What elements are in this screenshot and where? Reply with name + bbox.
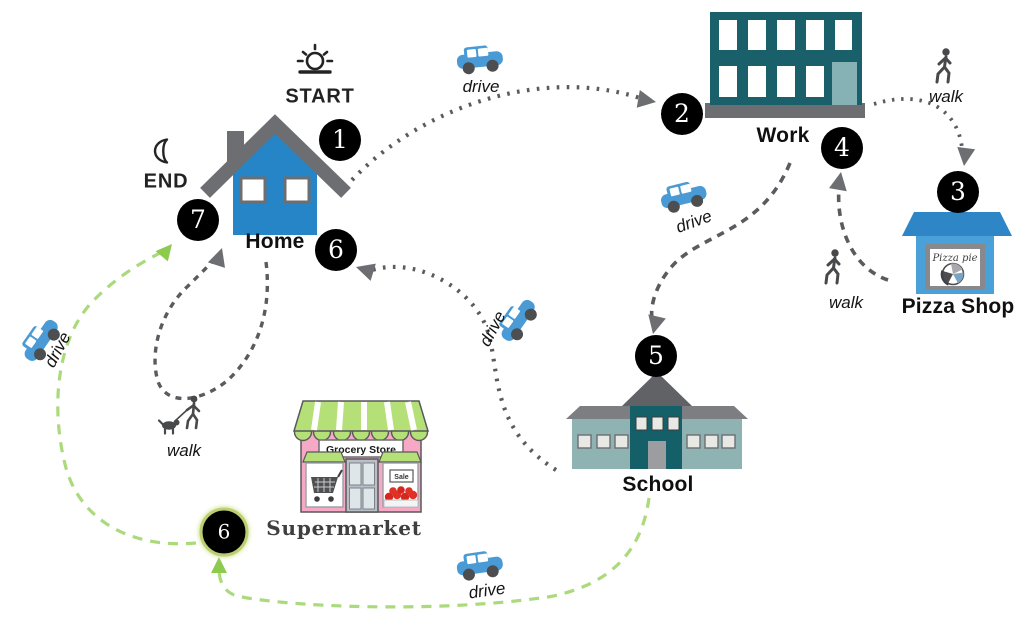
work-window (777, 66, 795, 97)
route-dog-walk-loop (153, 253, 270, 401)
arrowhead-to-work-2 (636, 90, 658, 111)
stop-badge-4: 4 (821, 127, 863, 169)
stop-badge-5: 5 (635, 335, 677, 377)
place-label-home: Home (245, 230, 305, 253)
mode-icons (16, 43, 952, 583)
end-marker-label: END (143, 170, 189, 193)
home-window (283, 176, 311, 204)
grocery-sign-text: Grocery Store (326, 444, 396, 456)
route-home-to-work (350, 85, 641, 182)
arrowhead-to-home-6 (353, 258, 376, 281)
walking-person-icon-work-to-pizza (935, 46, 952, 84)
supermarket-building: Grocery Store Sale (292, 400, 430, 513)
school-window (651, 416, 664, 431)
work-door (832, 62, 857, 105)
pizza-shop-building: Pizza pie (902, 212, 1012, 294)
car-icon-school-to-supermarket (455, 548, 505, 583)
school-window (577, 434, 592, 449)
school-window (667, 416, 680, 431)
work-building (705, 12, 865, 118)
place-label-school: School (622, 473, 694, 496)
mode-label-walk-pizza-work: walk (828, 293, 864, 312)
sunrise-start-icon (296, 43, 334, 74)
school-window (614, 434, 629, 449)
work-window (806, 20, 824, 50)
route-pizza-to-work (836, 187, 889, 282)
stop-badge-3: 3 (937, 171, 979, 213)
car-icon-home-to-work (455, 43, 505, 76)
sale-sign-text: Sale (394, 474, 409, 481)
supermarket-door (345, 458, 379, 513)
supermarket-mini-awning (302, 451, 346, 463)
home-walls (233, 130, 317, 235)
school-door (648, 441, 666, 469)
route-work-to-school (649, 162, 792, 319)
route-school-to-supermarket (217, 497, 651, 609)
start-marker-label: START (285, 85, 355, 108)
route-paths (56, 85, 964, 609)
school-window (704, 434, 719, 449)
work-window (777, 20, 795, 50)
arrowhead-to-pizza-3 (955, 147, 976, 168)
school-wing-roof (680, 406, 748, 419)
walking-person-icon-pizza-to-work (824, 247, 841, 285)
work-window (835, 20, 852, 50)
work-window (806, 66, 824, 97)
school-window (596, 434, 611, 449)
school-tower-roof (622, 372, 692, 406)
route-supermarket-to-home (56, 250, 197, 546)
work-window (748, 20, 766, 50)
home-roof (200, 114, 351, 198)
mode-label-drive-home-work: drive (462, 77, 500, 96)
stop-badge-6-home: 6 (315, 229, 357, 271)
school-window (686, 434, 701, 449)
dog-walker-icon-home-loop (157, 394, 201, 435)
mode-label-walk-dog-loop: walk (166, 441, 202, 460)
stop-badge-6-supermarket: 6 (199, 507, 249, 557)
home-building (200, 114, 351, 235)
place-label-work: Work (756, 124, 810, 147)
school-wing-roof (566, 406, 634, 419)
work-base (705, 103, 865, 118)
supermarket-awning (292, 400, 430, 442)
mode-label-walk-work-pizza: walk (928, 87, 964, 106)
route-school-to-home (371, 264, 558, 472)
arrowhead-to-school-5 (644, 314, 666, 337)
supermarket-mini-awning (378, 451, 422, 463)
pizza-shop-awning (902, 212, 1012, 236)
stop-badge-7: 7 (177, 199, 219, 241)
arrowhead-dog-loop-7 (207, 245, 231, 268)
school-window (721, 434, 736, 449)
work-window (719, 66, 737, 97)
stop-badge-2: 2 (661, 93, 703, 135)
work-window (719, 20, 737, 50)
work-window (748, 66, 766, 97)
school-window (635, 416, 648, 431)
sale-sign-board (389, 469, 414, 483)
arrowhead-to-supermarket-6 (211, 557, 227, 573)
place-label-supermarket: Supermarket (266, 516, 422, 540)
place-label-pizza-shop: Pizza Shop (901, 295, 1015, 318)
produce-display (383, 486, 419, 508)
pizza-icon (940, 262, 965, 286)
school-building (566, 372, 748, 469)
arrowhead-to-work-4 (829, 170, 850, 192)
moon-end-icon (153, 138, 169, 164)
stop-badge-1: 1 (319, 119, 361, 161)
pizza-shop-sign: Pizza pie (931, 253, 977, 264)
home-window (239, 176, 267, 204)
route-work-to-pizza (873, 97, 964, 149)
shopping-cart-icon (311, 469, 343, 502)
arrowhead-green-to-home-7 (155, 238, 179, 262)
